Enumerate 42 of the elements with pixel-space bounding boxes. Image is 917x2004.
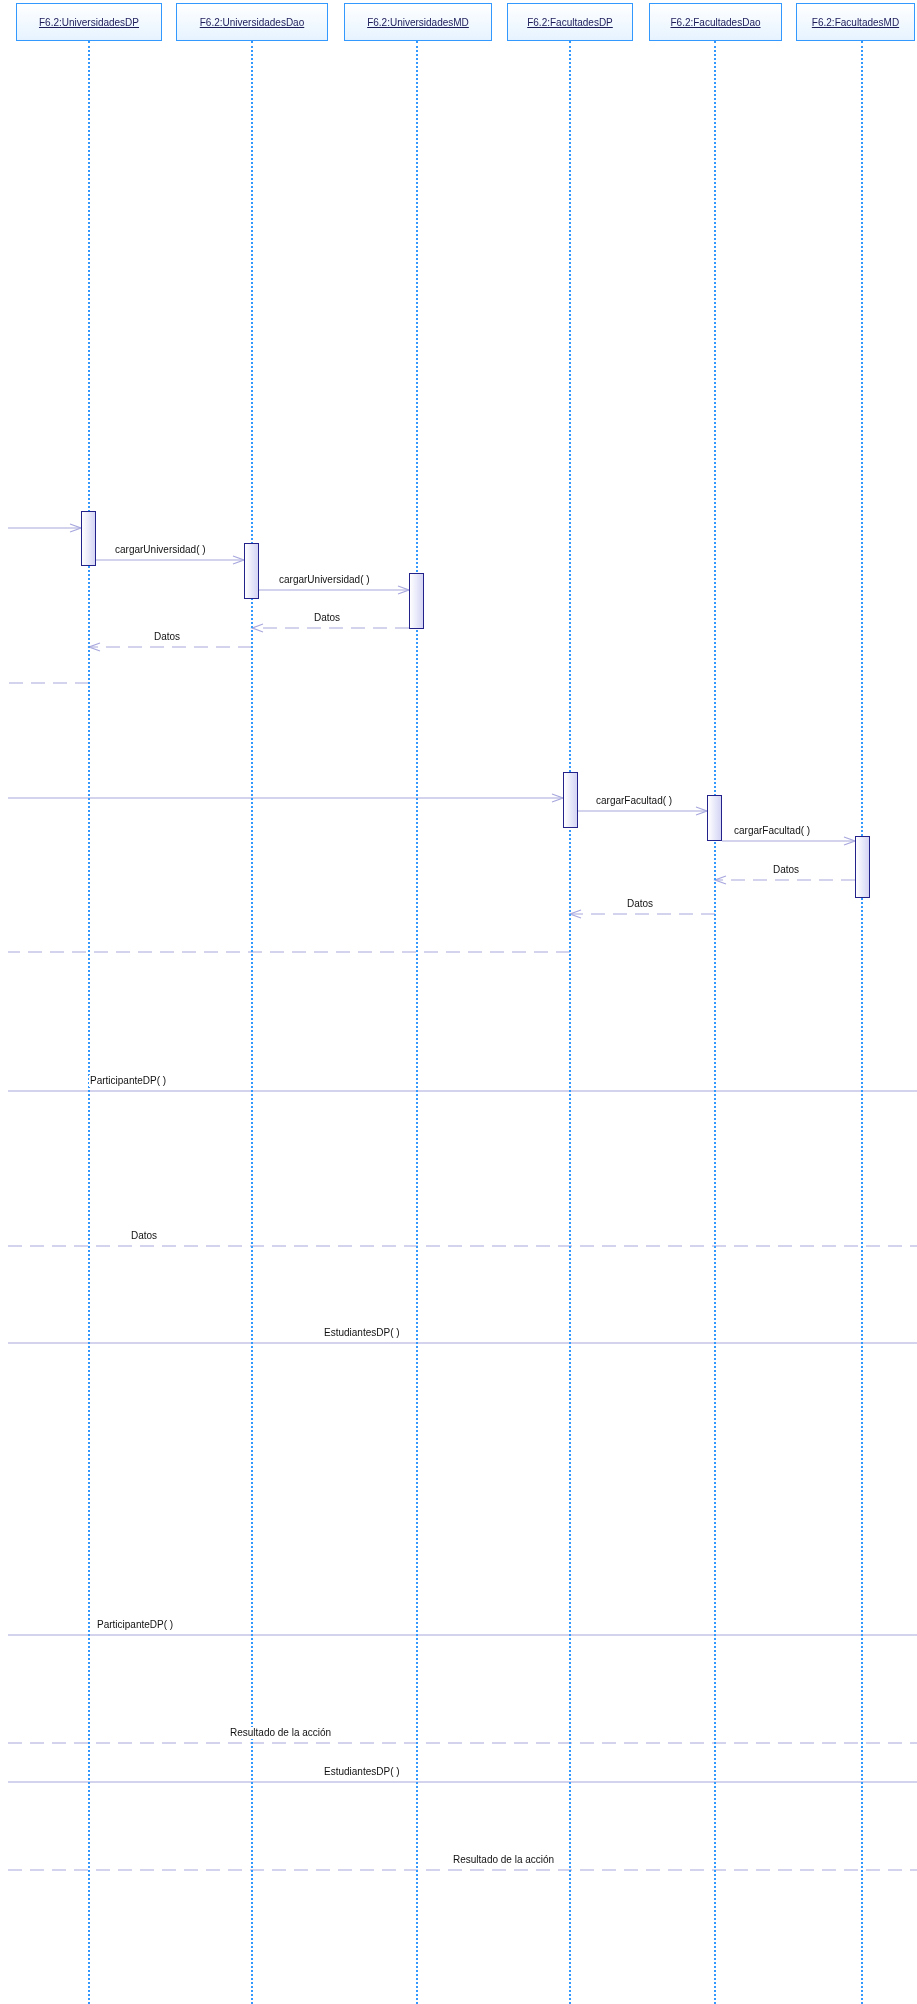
edge-label: cargarUniversidad( ) [278, 574, 371, 586]
object-name: F6.2:UniversidadesDao [199, 15, 305, 30]
message-label: Resultado de la acción [229, 1727, 333, 1739]
message-arrow [7, 523, 82, 533]
return-arrow [251, 623, 410, 633]
message-label: ParticipanteDP( ) [89, 1075, 168, 1087]
lifeline-header [176, 3, 328, 41]
edge-label: Datos [153, 631, 182, 643]
edge-label: cargarFacultad( ) [733, 825, 812, 837]
object-name: F6.2:FacultadesDao [670, 15, 761, 30]
lifeline-header [16, 3, 162, 41]
message-label: Resultado de la acción [452, 1854, 556, 1866]
message-arrow [95, 555, 245, 565]
message-label: EstudiantesDP( ) [323, 1327, 401, 1339]
return-arrow [88, 642, 253, 652]
message-arrow [577, 806, 708, 816]
lifeline-header [507, 3, 633, 41]
activation-bar [563, 772, 578, 828]
edge-label: Datos [626, 898, 655, 910]
activation-bar [244, 543, 259, 599]
activation-bar [81, 511, 96, 566]
lifeline-header [649, 3, 782, 41]
edge-label: Datos [313, 612, 342, 624]
object-name: F6.2:FacultadesMD [811, 15, 900, 30]
message-arrow [7, 793, 564, 803]
lifeline-header [796, 3, 915, 41]
message-arrow [721, 836, 856, 846]
activation-bar [707, 795, 722, 841]
message-label: EstudiantesDP( ) [323, 1766, 401, 1778]
object-name: F6.2:UniversidadesMD [367, 15, 469, 30]
edge-label: cargarFacultad( ) [595, 795, 674, 807]
activation-bar [409, 573, 424, 629]
edge-label: Datos [772, 864, 801, 876]
message-label: Datos [130, 1230, 159, 1242]
lifeline-header [344, 3, 492, 41]
return-arrow [569, 909, 716, 919]
message-arrow [258, 585, 410, 595]
edge-label: cargarUniversidad( ) [114, 544, 207, 556]
object-name: F6.2:UniversidadesDP [38, 15, 139, 30]
return-arrow [714, 875, 856, 885]
activation-bar [855, 836, 870, 898]
object-name: F6.2:FacultadesDP [527, 15, 613, 30]
